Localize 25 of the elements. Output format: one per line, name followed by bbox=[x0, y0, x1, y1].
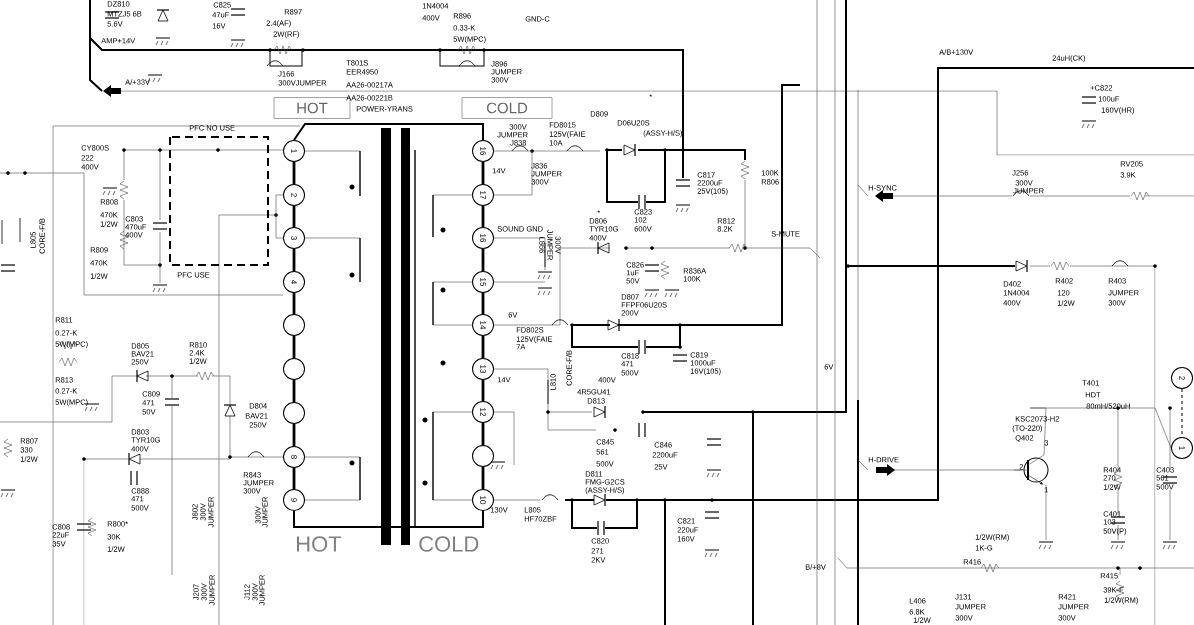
zone-label: COLD bbox=[419, 536, 479, 552]
winding-line bbox=[481, 249, 485, 271]
winding-line bbox=[481, 336, 485, 358]
winding-line bbox=[481, 162, 485, 184]
winding-line bbox=[481, 293, 485, 314]
winding-line bbox=[481, 206, 485, 227]
winding-line bbox=[481, 423, 485, 445]
zone-box: COLD bbox=[461, 97, 553, 119]
wire bbox=[275, 194, 284, 239]
zone-label: HOT bbox=[297, 536, 342, 552]
wire bbox=[493, 150, 533, 196]
winding-line bbox=[292, 424, 296, 446]
winding-line bbox=[292, 380, 296, 402]
winding-line bbox=[292, 162, 296, 184]
winding-line bbox=[292, 468, 296, 489]
pin-circle bbox=[283, 314, 305, 336]
pin-circle bbox=[283, 402, 305, 424]
winding-line bbox=[292, 336, 296, 358]
pin-circle bbox=[283, 358, 305, 380]
winding-line bbox=[481, 467, 485, 489]
winding-line bbox=[292, 249, 296, 271]
winding-line bbox=[292, 293, 296, 314]
pin-circle bbox=[472, 445, 494, 467]
winding-line bbox=[481, 380, 485, 401]
winding-line bbox=[292, 206, 296, 227]
